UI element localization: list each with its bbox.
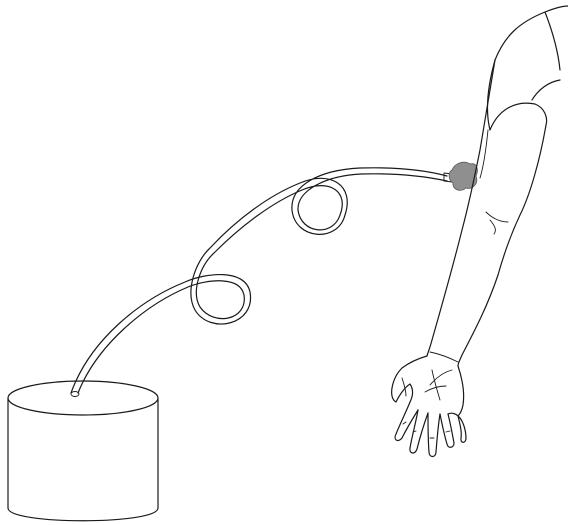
container-top <box>8 381 158 415</box>
tube-wall-inner <box>78 174 447 393</box>
finger-ring <box>428 413 440 457</box>
chest-line <box>532 80 560 100</box>
wrist-line <box>430 352 458 362</box>
thumb-crease <box>402 378 406 396</box>
finger-little <box>440 414 454 447</box>
hand <box>392 352 466 457</box>
palm-crease-3 <box>432 370 440 400</box>
tube-wall-outer <box>71 168 447 393</box>
palm-outline <box>392 356 427 402</box>
tube <box>71 168 447 393</box>
elbow-crease-2 <box>490 220 495 234</box>
finger-index <box>395 402 418 441</box>
container-body <box>8 398 158 521</box>
arm <box>427 6 568 366</box>
finger-middle <box>410 410 428 453</box>
palm-right <box>458 366 464 416</box>
arm-inner-edge <box>458 125 546 366</box>
elbow-crease <box>486 212 508 222</box>
arm-outer-edge <box>427 60 495 356</box>
container <box>8 381 158 521</box>
blood-blot <box>449 162 477 190</box>
bicep-line <box>480 130 488 178</box>
neck-line <box>545 12 560 70</box>
deltoid-line <box>488 60 547 130</box>
palm-crease-2 <box>425 386 446 392</box>
